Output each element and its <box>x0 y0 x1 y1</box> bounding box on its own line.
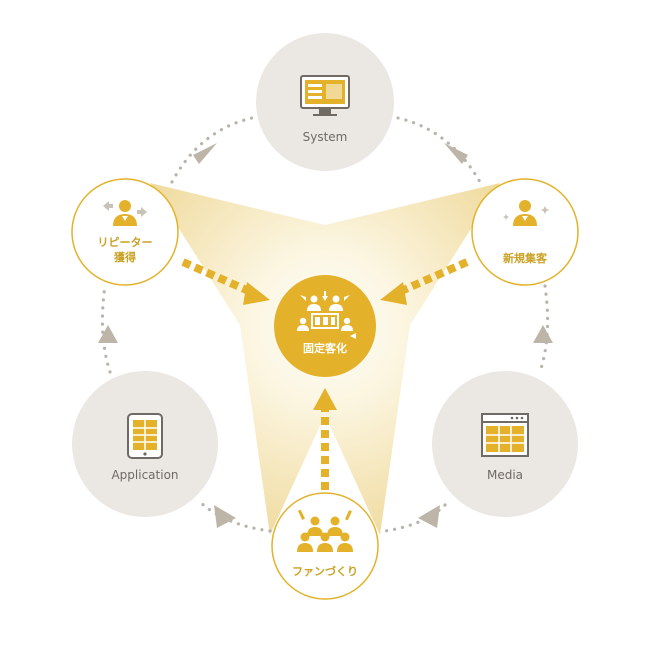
arrowhead-to-app <box>214 505 236 528</box>
application-label: Application <box>111 468 178 482</box>
new-customer-label: 新規集客 <box>503 251 548 265</box>
node-system: System <box>256 33 394 171</box>
arc-system-to-new <box>396 116 482 184</box>
repeater-label-line1: リピーター <box>98 236 153 249</box>
arrowhead-new-to-center <box>380 282 407 305</box>
store-people-icon <box>297 291 356 339</box>
arc-app-to-repeater <box>100 284 112 374</box>
node-repeater: リピーター 獲得 <box>71 178 179 286</box>
arrowhead-to-new <box>444 143 468 164</box>
node-center: 固定客化 <box>274 275 376 377</box>
node-media: Media <box>432 371 578 517</box>
monitor-icon <box>300 75 350 116</box>
cycle-arrowheads <box>98 143 553 528</box>
system-label: System <box>303 130 348 144</box>
arc-fan-to-app <box>198 500 272 533</box>
arc-repeater-to-system <box>170 116 254 184</box>
user-exchange-icon <box>103 200 147 226</box>
cheering-crowd-icon <box>297 509 353 552</box>
repeater-label-line2: 獲得 <box>114 250 136 264</box>
node-new-customer: 新規集客 <box>471 178 579 286</box>
arrowhead-to-media <box>533 325 553 343</box>
arrowhead-to-repeater <box>98 325 118 343</box>
arc-new-to-media <box>538 284 550 374</box>
arrowhead-to-system <box>193 143 217 164</box>
browser-window-icon <box>481 413 529 457</box>
tablet-icon <box>127 413 163 459</box>
arrowhead-repeater-to-center <box>243 282 270 305</box>
user-sparkle-icon <box>503 200 550 226</box>
arrowhead-fan-to-center <box>313 388 337 410</box>
fan-label: ファンづくり <box>292 564 358 578</box>
node-fan: ファンづくり <box>271 492 379 600</box>
media-label: Media <box>487 468 523 482</box>
node-application: Application <box>72 371 218 517</box>
arrowhead-to-fan <box>418 505 440 528</box>
center-label: 固定客化 <box>303 341 347 355</box>
inflow-arrows <box>181 258 469 490</box>
